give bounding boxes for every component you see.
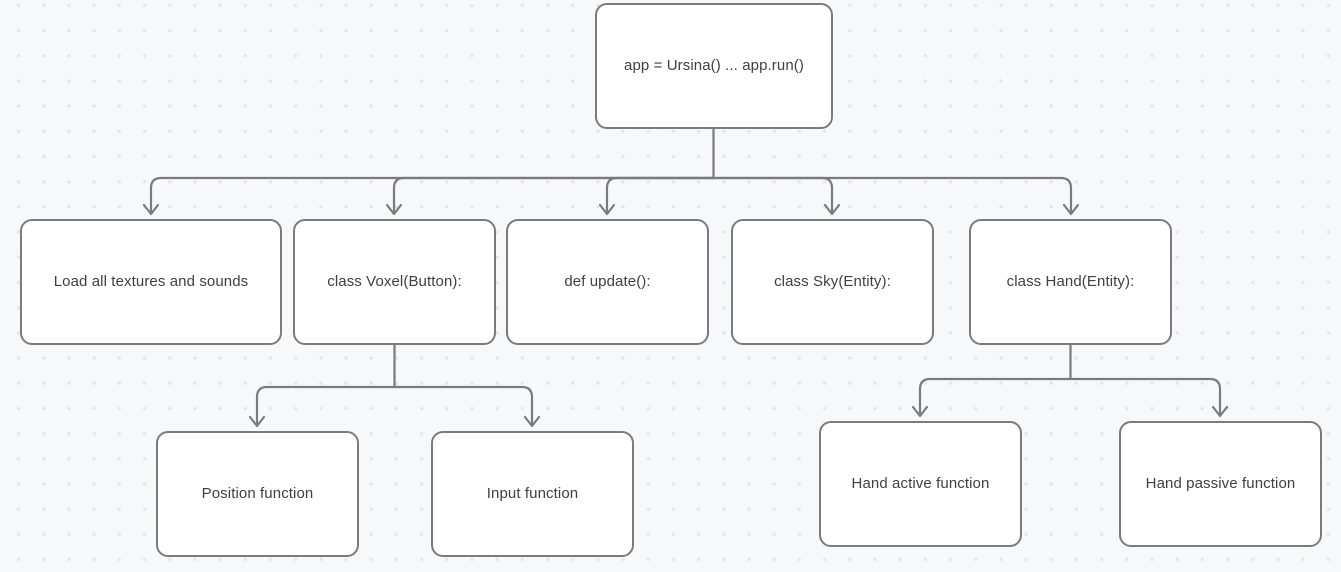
node-class-hand-label: class Hand(Entity): (1006, 272, 1135, 290)
edge-root-to-hand (712, 176, 1073, 213)
edge-root-to-voxel (392, 176, 715, 213)
edge-root-to-textures (149, 176, 715, 213)
edge-hand-to-passive (1069, 377, 1222, 415)
node-def-update[interactable]: def update(): (506, 219, 709, 345)
arrowhead-hand-passive (1211, 405, 1229, 418)
node-class-voxel-label: class Voxel(Button): (327, 272, 462, 290)
node-class-voxel[interactable]: class Voxel(Button): (293, 219, 496, 345)
node-def-update-label: def update(): (564, 272, 651, 290)
node-hand-active-function[interactable]: Hand active function (819, 421, 1022, 547)
edge-voxel-to-input (393, 385, 534, 425)
node-hand-passive-function[interactable]: Hand passive function (1119, 421, 1322, 547)
node-input-function[interactable]: Input function (431, 431, 634, 557)
node-class-hand[interactable]: class Hand(Entity): (969, 219, 1172, 345)
arrowhead-hand-active (911, 405, 929, 418)
arrowhead-sky (823, 203, 841, 216)
edge-root-to-sky (712, 176, 834, 213)
node-root-label: app = Ursina() ... app.run() (624, 56, 804, 74)
arrowhead-input (523, 415, 541, 428)
node-position-function-label: Position function (201, 484, 314, 502)
node-input-function-label: Input function (486, 484, 579, 502)
edge-voxel-to-position (255, 385, 396, 425)
node-hand-active-function-label: Hand active function (851, 474, 990, 492)
arrowhead-position (248, 415, 266, 428)
node-position-function[interactable]: Position function (156, 431, 359, 557)
edge-hand-to-active (918, 377, 1072, 415)
arrowhead-voxel (385, 203, 403, 216)
node-load-textures-and-sounds[interactable]: Load all textures and sounds (20, 219, 282, 345)
node-root[interactable]: app = Ursina() ... app.run() (595, 3, 833, 129)
arrowhead-textures (142, 203, 160, 216)
node-class-sky-label: class Sky(Entity): (774, 272, 891, 290)
edge-root-to-update (605, 176, 715, 213)
node-load-textures-and-sounds-label: Load all textures and sounds (53, 272, 249, 290)
arrowhead-update (598, 203, 616, 216)
node-class-sky[interactable]: class Sky(Entity): (731, 219, 934, 345)
node-hand-passive-function-label: Hand passive function (1145, 474, 1296, 492)
arrowhead-hand (1062, 203, 1080, 216)
